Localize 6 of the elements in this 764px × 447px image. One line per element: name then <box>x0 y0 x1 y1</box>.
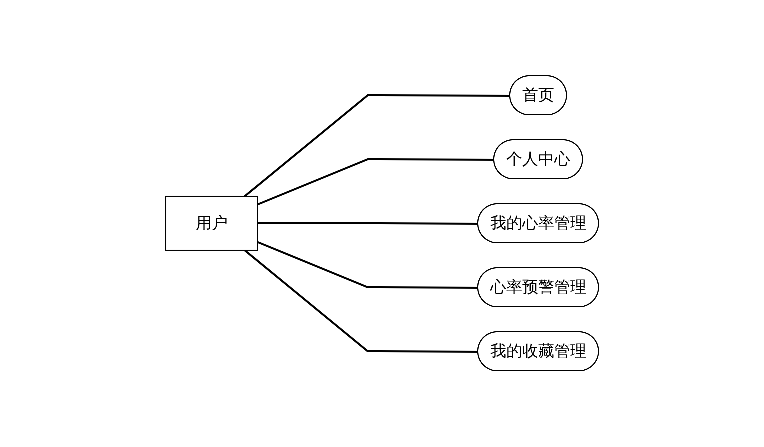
connector <box>244 94 510 198</box>
connector <box>257 158 494 206</box>
connector <box>257 241 478 289</box>
node-box: 用户 <box>165 196 258 251</box>
connector <box>244 250 478 353</box>
connector <box>258 222 478 225</box>
